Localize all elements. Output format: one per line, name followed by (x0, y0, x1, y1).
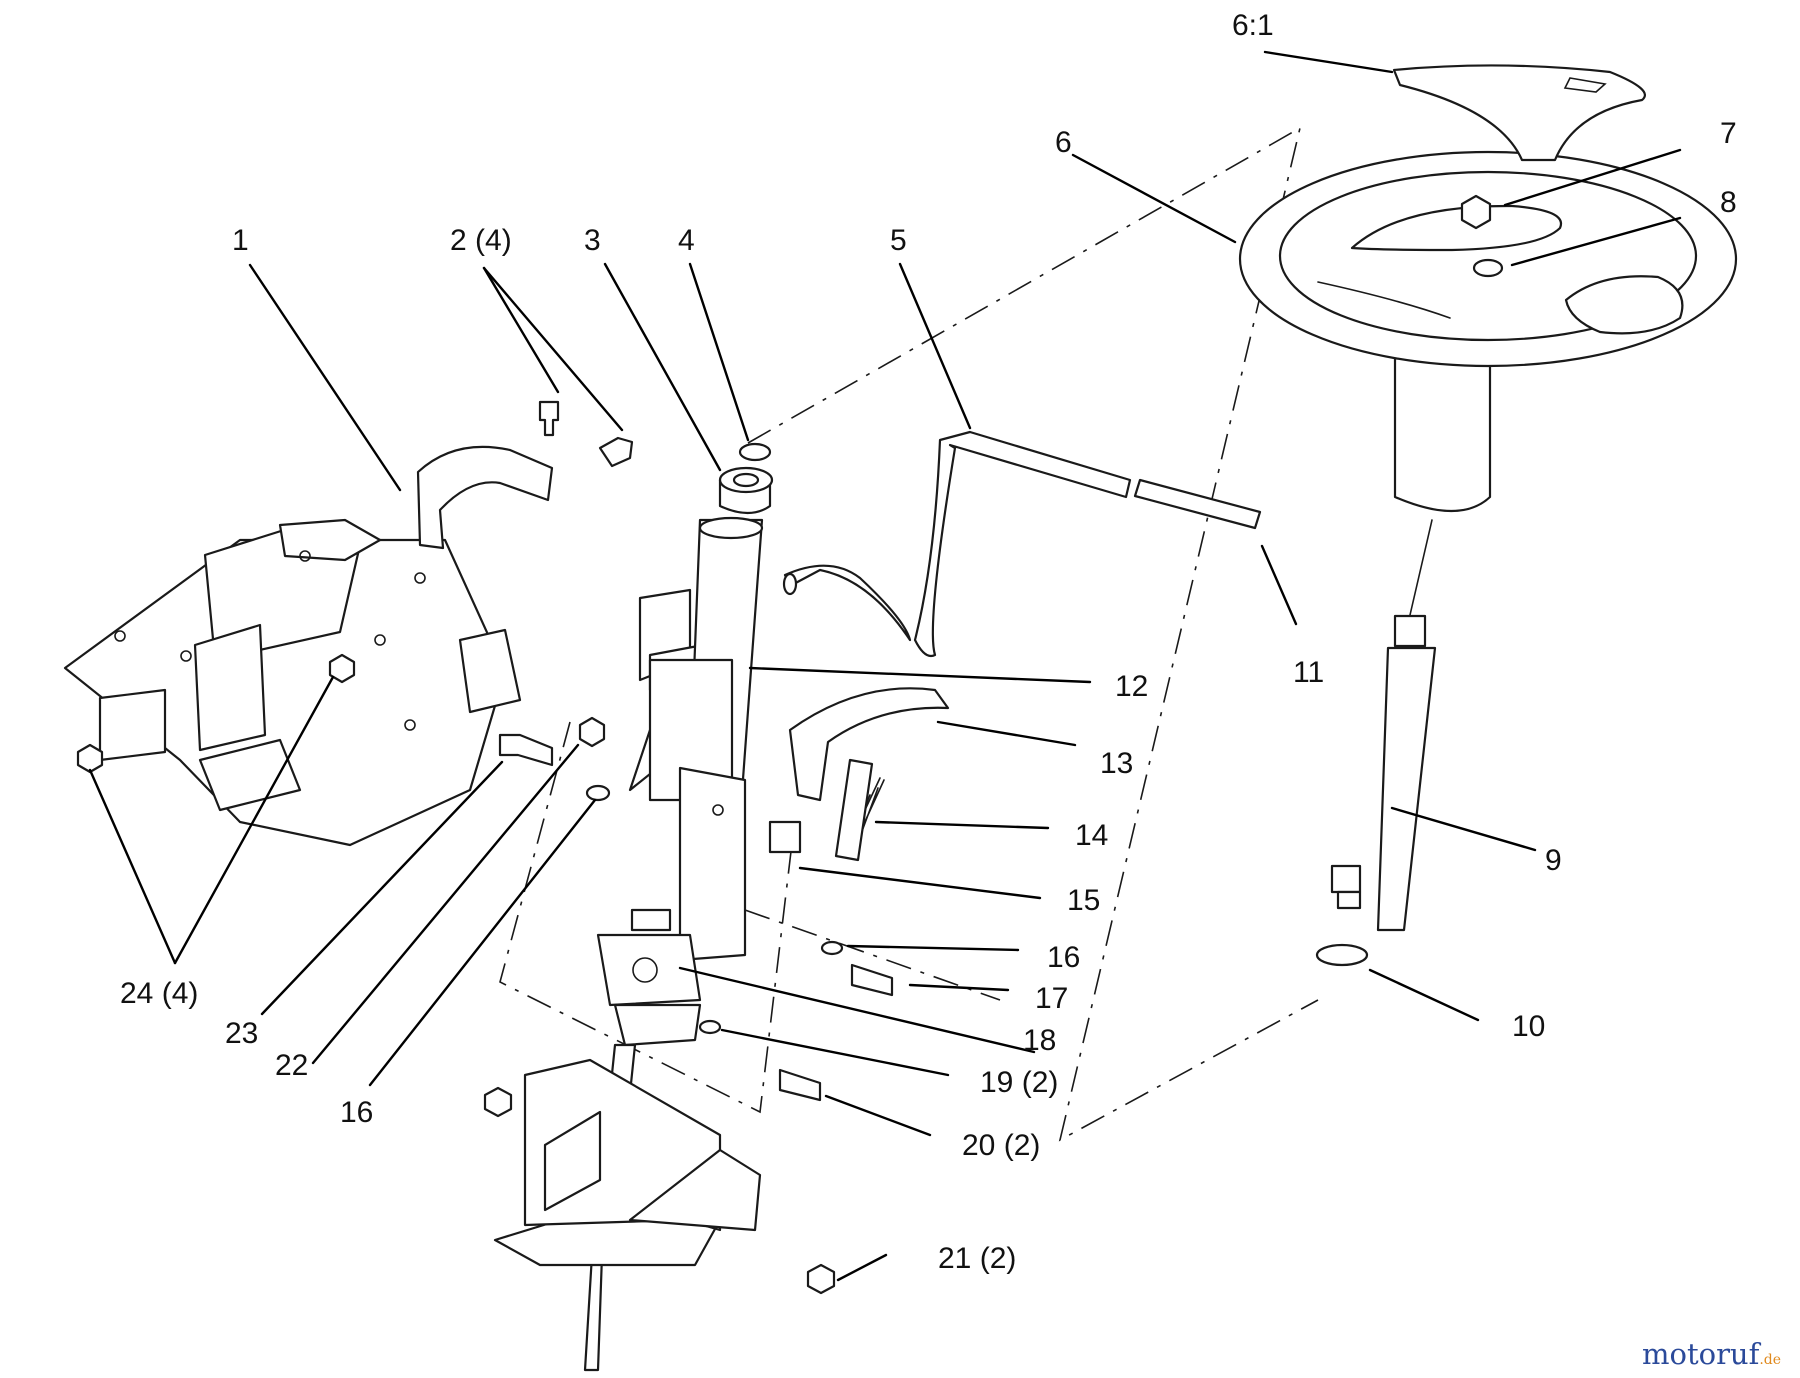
washer-16-left (585, 784, 611, 802)
callout-20: 20 (2) (962, 1129, 1040, 1162)
callout-7: 7 (1720, 117, 1737, 150)
callout-10: 10 (1512, 1010, 1545, 1043)
callout-23: 23 (225, 1017, 258, 1050)
callout-1: 1 (232, 224, 249, 257)
mounting-plate (63, 518, 522, 847)
callout-16-left: 16 (340, 1096, 373, 1129)
steering-wheel (1238, 150, 1738, 512)
bolt-20 (778, 1068, 822, 1102)
callout-22: 22 (275, 1049, 308, 1082)
nut-21-upper (483, 1086, 513, 1118)
callout-15: 15 (1067, 884, 1100, 917)
washer-8 (1472, 258, 1504, 278)
ring-4 (738, 442, 772, 462)
callout-17: 17 (1035, 982, 1068, 1015)
callout-2: 2 (4) (450, 224, 512, 257)
watermark-suffix: .de (1759, 1352, 1781, 1368)
watermark-brand: motoruf (1642, 1337, 1762, 1371)
steering-wheel-cap (1392, 64, 1646, 162)
callout-8: 8 (1720, 186, 1737, 219)
washer-16-right (820, 940, 844, 956)
callout-6: 6 (1055, 126, 1072, 159)
steering-column (628, 516, 764, 962)
washer-10 (1315, 943, 1369, 967)
callout-labels: 6:1 6 7 8 1 2 (4) 3 4 5 11 12 13 14 9 15… (120, 9, 1737, 1275)
callout-13: 13 (1100, 747, 1133, 780)
bolt-2-vertical (538, 400, 560, 437)
nut-24-left (76, 743, 104, 774)
nut-7 (1460, 194, 1492, 230)
spacer-15 (768, 820, 802, 854)
callout-11: 11 (1293, 656, 1324, 689)
nut-22 (578, 716, 606, 748)
callout-5: 5 (890, 224, 907, 257)
bracket-13 (788, 687, 950, 802)
spring-14 (834, 758, 885, 862)
callout-21: 21 (2) (938, 1242, 1016, 1275)
bolt-23 (498, 733, 554, 767)
leader-lines (88, 50, 1682, 1282)
steering-rod (782, 430, 1262, 658)
callout-14: 14 (1075, 819, 1108, 852)
watermark-logo: motoruf.de (1642, 1337, 1781, 1371)
universal-joint (596, 908, 702, 1047)
bushing-3 (718, 466, 774, 515)
callout-6-1: 6:1 (1232, 9, 1274, 42)
callout-19: 19 (2) (980, 1066, 1058, 1099)
washer-19 (698, 1019, 722, 1035)
callout-12: 12 (1115, 670, 1148, 703)
steering-shaft (1330, 519, 1437, 932)
callout-4: 4 (678, 224, 695, 257)
bolt-17 (850, 963, 894, 997)
nut-24-center (328, 653, 356, 684)
nut-21-lower (806, 1263, 836, 1295)
cover-1 (416, 445, 554, 550)
bolt-2-angled (598, 436, 634, 468)
lower-bracket (493, 1058, 762, 1267)
callout-3: 3 (584, 224, 601, 257)
callout-16-right: 16 (1047, 941, 1080, 974)
callout-24: 24 (4) (120, 977, 198, 1010)
callout-9: 9 (1545, 844, 1562, 877)
callout-18: 18 (1023, 1024, 1056, 1057)
